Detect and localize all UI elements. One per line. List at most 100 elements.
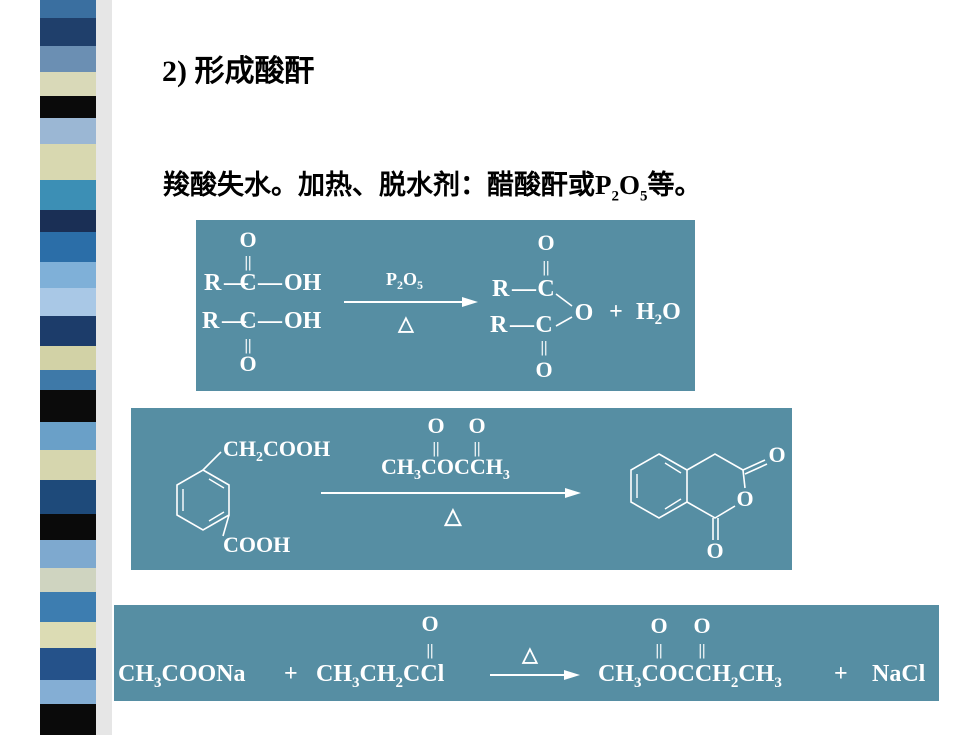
stripe-segment: [40, 514, 96, 540]
reaction-panel-3: CH3COONa + O || CH3CH2CCl △ O O || || CH…: [114, 605, 939, 701]
r1-bond-4: —: [257, 308, 283, 334]
reaction-panel-1: O || R — C — OH R — C — OH || O P2O5 △ O…: [196, 220, 695, 391]
r1-bottom-double-bond: ||: [244, 337, 251, 354]
r2-condition: △: [444, 503, 463, 528]
stripe-segment: [40, 232, 96, 262]
slide-heading: 2) 形成酸酐: [162, 55, 315, 88]
stripe-segment: [40, 118, 96, 144]
r1-p-carbon-1: C: [537, 276, 554, 302]
r2-reagent-bond-2: ||: [473, 440, 480, 457]
stripe-segment: [40, 450, 96, 480]
stripe-segment: [40, 622, 96, 648]
stripe-segment: [40, 422, 96, 450]
stripe-segment: [40, 390, 96, 422]
stripe-segment: [40, 144, 96, 180]
stripe-segment: [40, 210, 96, 232]
stripe-segment: [40, 568, 96, 592]
r1-plus: +: [609, 299, 623, 325]
r1-p-bottom-double-bond: ||: [540, 339, 547, 356]
stripe-segment: [40, 180, 96, 210]
r1-bond-1: —: [223, 270, 249, 296]
stripe-segment: [40, 346, 96, 370]
stripe-segment: [40, 288, 96, 316]
r2-product-carbonyl-1a: [742, 459, 766, 471]
stripe-segment: [40, 316, 96, 346]
subtitle-p-sub: 2: [611, 188, 620, 205]
r3-reactant-2-bond: ||: [426, 642, 433, 659]
r1-p-top-double-bond: ||: [542, 259, 549, 276]
r2-product-ring-bottom: [686, 501, 736, 519]
r1-r-bottom: R: [202, 308, 220, 334]
r1-top-double-bond: ||: [244, 254, 251, 271]
r2-double-bond-3: [208, 511, 225, 522]
r3-product: CH3COCCH2CH3: [598, 661, 782, 691]
r1-condition: △: [397, 313, 414, 335]
r3-plus-2: +: [834, 661, 848, 687]
r1-p-ring-bond-1: [555, 293, 573, 307]
reaction-3-diagram: CH3COONa + O || CH3CH2CCl △ O O || || CH…: [118, 611, 926, 691]
r3-product-bond-2: ||: [698, 642, 705, 659]
stripe-segment: [40, 0, 96, 18]
r2-product-double-3: [664, 498, 682, 510]
stripe-segment: [40, 704, 96, 735]
stripe-segment: [40, 648, 96, 680]
reaction-2-diagram: CH2COOH COOH O O || || CH3COCCH3 △ O O O: [176, 413, 786, 563]
r1-p-bottom-oxygen: O: [535, 357, 552, 382]
r2-substituent-top: CH2COOH: [223, 436, 330, 465]
r1-r-top: R: [204, 270, 222, 296]
subtitle-o: O: [619, 170, 641, 200]
r3-condition: △: [521, 644, 538, 666]
r3-byproduct: NaCl: [872, 661, 926, 687]
r1-bond-2: —: [257, 270, 283, 296]
r2-reagent: CH3COCCH3: [381, 454, 510, 483]
subtitle-end: 等。: [647, 170, 702, 200]
stripe-segment: [40, 72, 96, 96]
r1-p-top-oxygen: O: [537, 230, 554, 255]
decorative-stripe-bar: [0, 0, 112, 735]
r3-product-o-1: O: [650, 613, 667, 638]
r2-product-ring-right: [742, 469, 746, 489]
r1-oh-2: OH: [284, 308, 322, 334]
r1-bond-3: —: [221, 308, 247, 334]
subtitle-o-sub: 5: [640, 188, 648, 205]
r3-reactant-2: CH3CH2CCl: [316, 661, 445, 691]
r1-top-oxygen: O: [239, 227, 256, 252]
r2-reagent-o-1: O: [427, 413, 444, 438]
r2-arrow-head: [565, 488, 581, 498]
r2-substituent-bottom: COOH: [223, 532, 290, 557]
subtitle-text: 羧酸失水。加热、脱水剂：醋酸酐或: [163, 170, 595, 200]
stripe-segment: [40, 370, 96, 390]
r2-product-o-1: O: [768, 442, 785, 467]
r3-product-bond-1: ||: [655, 642, 662, 659]
r1-water: H2O: [636, 299, 681, 328]
r2-product-o-ring: O: [736, 486, 753, 511]
r1-p-carbon-2: C: [535, 312, 552, 338]
stripe-segment: [40, 540, 96, 568]
r3-reactant-2-o: O: [421, 611, 438, 636]
r2-product-ring-top: [686, 453, 744, 471]
r1-oh-1: OH: [284, 270, 322, 296]
r1-carbon-1: C: [239, 270, 256, 296]
r2-reagent-bond-1: ||: [432, 440, 439, 457]
reaction-1-diagram: O || R — C — OH R — C — OH || O P2O5 △ O…: [202, 227, 681, 382]
stripe-segment: [40, 480, 96, 514]
r1-carbon-2: C: [239, 308, 256, 334]
r1-reagent: P2O5: [386, 269, 423, 292]
r2-product-o-2: O: [706, 538, 723, 563]
r2-bond-top: [202, 451, 222, 471]
stripe-segment: [40, 592, 96, 622]
r2-product-double-1: [664, 462, 682, 474]
r1-bottom-oxygen: O: [239, 351, 256, 376]
stripe-segment: [40, 262, 96, 288]
r2-reagent-o-2: O: [468, 413, 485, 438]
stripe-segment: [40, 680, 96, 704]
r2-bond-bottom: [222, 514, 230, 537]
r1-p-bridge-oxygen: O: [575, 300, 594, 326]
r3-product-o-2: O: [693, 613, 710, 638]
r1-p-bond-1: —: [511, 276, 537, 302]
r2-benzene-ring: [176, 469, 230, 531]
r2-product-carbonyl-1b: [744, 463, 768, 475]
stripe-segment: [40, 96, 96, 118]
stripe-segment: [40, 18, 96, 46]
r1-arrow-head: [462, 297, 478, 307]
